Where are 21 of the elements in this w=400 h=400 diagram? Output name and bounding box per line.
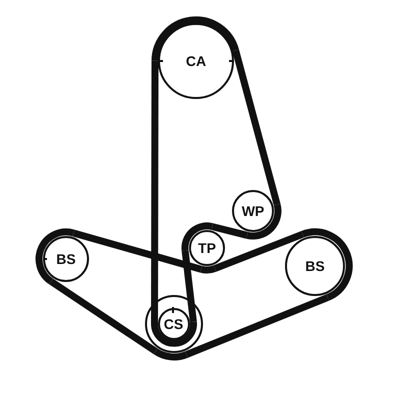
pulley xyxy=(285,236,345,296)
pulley-label: CS xyxy=(164,316,184,330)
pulley-label: CA xyxy=(186,54,206,68)
belt-segment xyxy=(182,250,197,322)
pulley-label: WP xyxy=(242,204,264,218)
belt-segment xyxy=(232,49,280,206)
pulley xyxy=(232,190,274,232)
belt-segment xyxy=(72,230,202,273)
pulley-label: TP xyxy=(198,241,216,255)
pulley xyxy=(145,295,203,353)
belt-segment xyxy=(185,294,330,358)
pulley xyxy=(158,23,234,99)
pulley xyxy=(43,236,89,282)
pulley xyxy=(189,230,225,266)
belt-segment xyxy=(214,231,304,272)
belt-segment xyxy=(211,223,248,239)
pulley-label: BS xyxy=(56,252,76,266)
pulley xyxy=(158,308,190,340)
belt-segment xyxy=(151,60,158,324)
pulley-label: BS xyxy=(305,259,325,273)
belt-segment xyxy=(49,278,158,354)
